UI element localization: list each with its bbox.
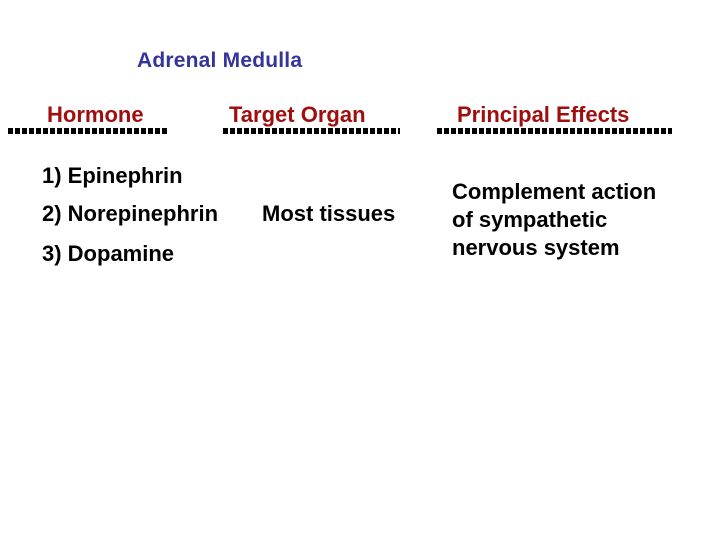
target-organ-value: Most tissues [262,201,396,226]
dashed-underline-target-organ [223,128,400,134]
principal-effects-line-3: nervous system [452,235,620,260]
column-header-target-organ: Target Organ [229,102,366,127]
hormone-list-item-epinephrin: 1) Epinephrin [42,163,183,188]
column-header-hormone: Hormone [47,102,144,127]
hormone-list-item-dopamine: 3) Dopamine [42,241,175,266]
page-title: Adrenal Medulla [137,49,303,72]
column-header-principal-effects: Principal Effects [457,102,630,127]
hormone-list-item-norepinephrin: 2) Norepinephrin [42,201,219,226]
principal-effects-line-1: Complement action [452,179,657,204]
dashed-underline-principal-effects [437,128,672,134]
principal-effects-line-2: of sympathetic [452,207,608,232]
principal-effects-value: Complement action of sympathetic nervous… [452,178,656,262]
dashed-underline-hormone [8,128,167,134]
